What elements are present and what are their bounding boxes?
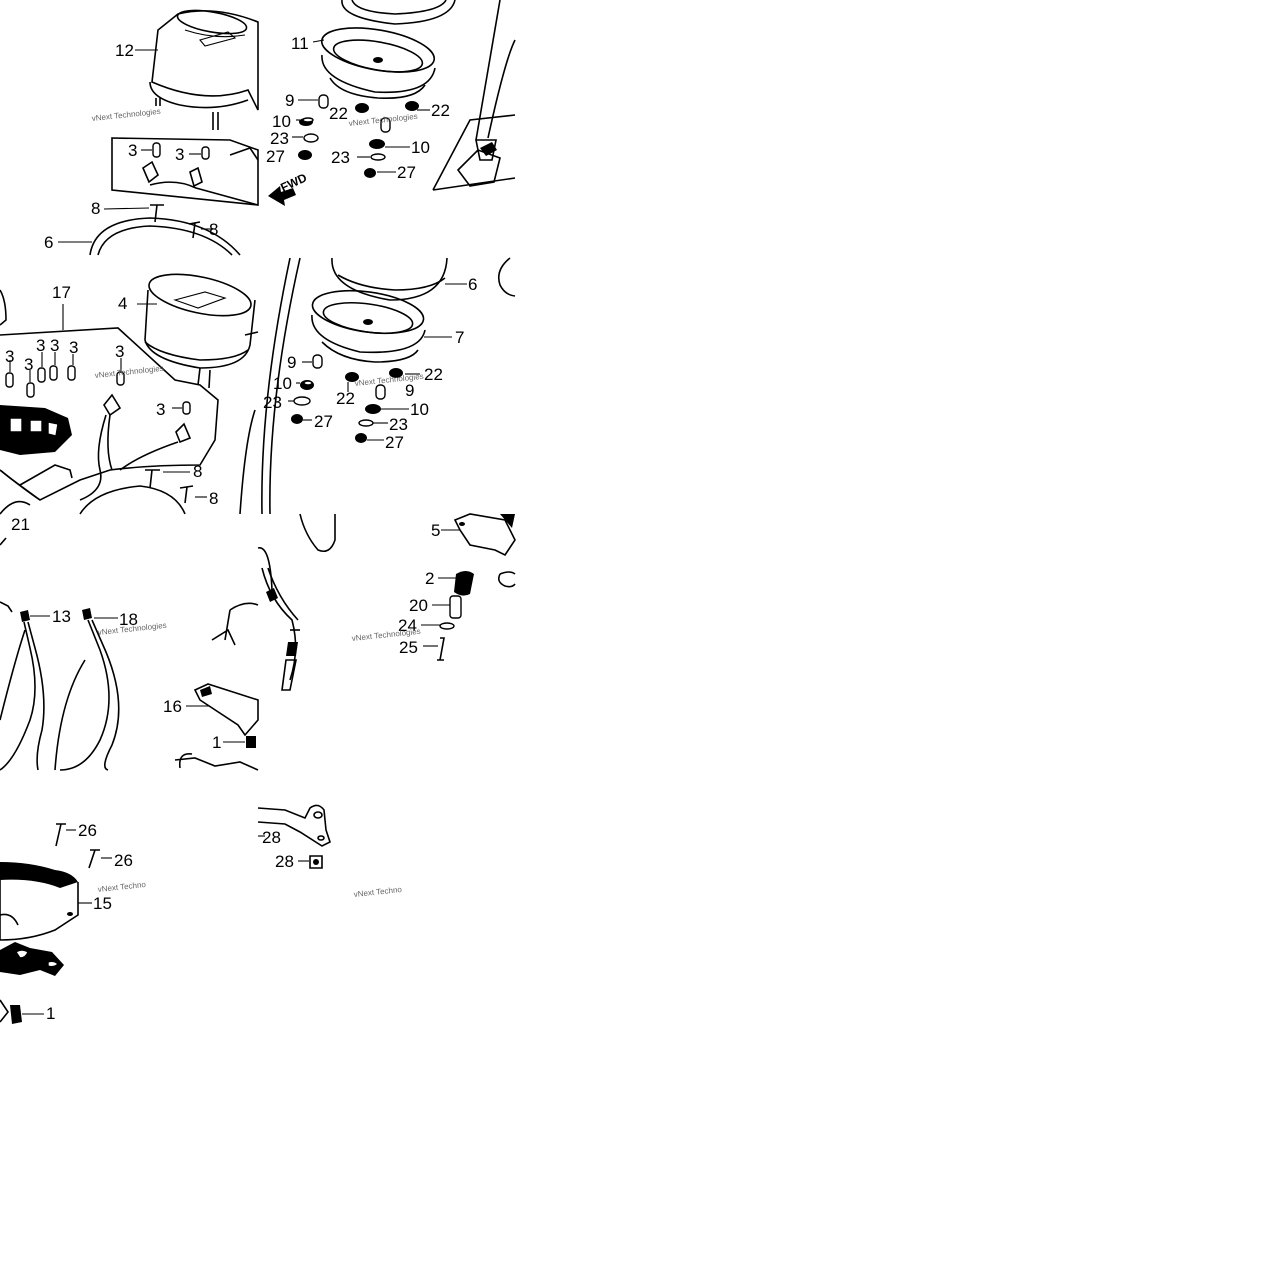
part-label-3: 3 [36,336,45,355]
watermark-partial: vNext Techno [97,880,147,894]
part-label-27: 27 [397,163,416,182]
part-label-8: 8 [193,462,202,481]
part-label-26: 26 [114,851,133,870]
part-label-27: 27 [266,147,285,166]
part-label-2: 2 [425,569,434,588]
tile-tachometer-4: 17 4 3 3 3 3 3 3 3 8 8 vNext Technologie… [0,273,259,515]
part-label-28: 28 [262,828,281,847]
part-label-28: 28 [275,852,294,871]
part-label-3: 3 [69,338,78,357]
part-label-9: 9 [405,381,414,400]
part-label-8: 8 [209,220,218,239]
part-label-10: 10 [272,112,291,131]
tile-cables-13-18: 21 13 18 16 1 vNext Technologies [0,515,259,771]
part-label-3: 3 [156,400,165,419]
part-label-21: 21 [11,515,30,534]
part-label-10: 10 [273,374,292,393]
part-label-9: 9 [287,353,296,372]
tile-cover-15: 26 26 15 1 vNext Techno [0,821,147,1024]
part-label-12: 12 [115,41,134,60]
part-label-26: 26 [78,821,97,840]
tile-bracket-5: 5 2 20 24 25 vNext Technologies [257,513,516,691]
tile-cases-6-7: 6 7 9 10 22 22 9 23 10 27 23 27 vNext Te… [261,257,516,515]
tile-speedometer-12: 12 3 3 8 8 6 vNext Technologies [44,9,259,256]
part-label-22: 22 [336,389,355,408]
part-label-17: 17 [52,283,71,302]
part-label-7: 7 [455,328,464,347]
part-label-23: 23 [270,129,289,148]
part-label-6: 6 [44,233,53,252]
part-label-22: 22 [424,365,443,384]
part-label-15: 15 [93,894,112,913]
part-label-9: 9 [285,91,294,110]
part-label-1: 1 [212,733,221,752]
part-label-23: 23 [331,148,350,167]
part-label-20: 20 [409,596,428,615]
watermark: vNext Technologies [91,107,161,123]
part-label-16: 16 [163,697,182,716]
tile-cup-11: FWD 11 9 10 22 22 23 27 10 23 27 vNext T… [266,0,516,206]
part-label-24: 24 [398,616,417,635]
part-label-18: 18 [119,610,138,629]
part-label-25: 25 [399,638,418,657]
part-label-8: 8 [209,489,218,508]
part-label-13: 13 [52,607,71,626]
part-label-3: 3 [115,342,124,361]
part-label-5: 5 [431,521,440,540]
part-label-3: 3 [5,347,14,366]
watermark-partial: vNext Techno [353,885,403,899]
part-label-27: 27 [385,433,404,452]
part-label-1: 1 [46,1004,55,1023]
part-label-23: 23 [263,393,282,412]
part-label-4: 4 [118,294,127,313]
part-label-23: 23 [389,415,408,434]
part-label-10: 10 [410,400,429,419]
part-label-3: 3 [128,141,137,160]
part-label-27: 27 [314,412,333,431]
tile-bracket-28: 28 28 vNext Techno [257,804,403,899]
part-label-6: 6 [468,275,477,294]
part-label-10: 10 [411,138,430,157]
part-label-22: 22 [329,104,348,123]
part-label-8: 8 [91,199,100,218]
part-label-22: 22 [431,101,450,120]
part-label-3: 3 [50,336,59,355]
watermark: vNext Technologies [94,364,164,380]
part-label-11: 11 [291,34,309,53]
part-label-3: 3 [24,355,33,374]
part-label-3: 3 [175,145,184,164]
